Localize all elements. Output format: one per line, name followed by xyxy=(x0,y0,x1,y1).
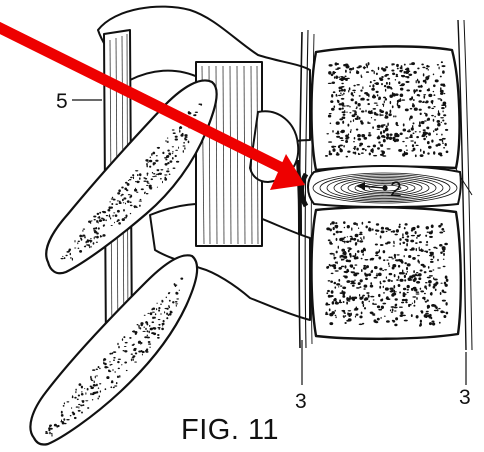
vertebral-body-lower xyxy=(312,207,461,339)
intervertebral-disc xyxy=(302,166,461,207)
label-3-left: 3 xyxy=(295,390,307,413)
label-5: 5 xyxy=(56,90,68,113)
label-3-right: 3 xyxy=(459,386,471,409)
label-2: 2 xyxy=(390,178,402,201)
vertebral-body-upper xyxy=(312,46,460,170)
figure-caption: FIG. 11 xyxy=(181,414,321,446)
